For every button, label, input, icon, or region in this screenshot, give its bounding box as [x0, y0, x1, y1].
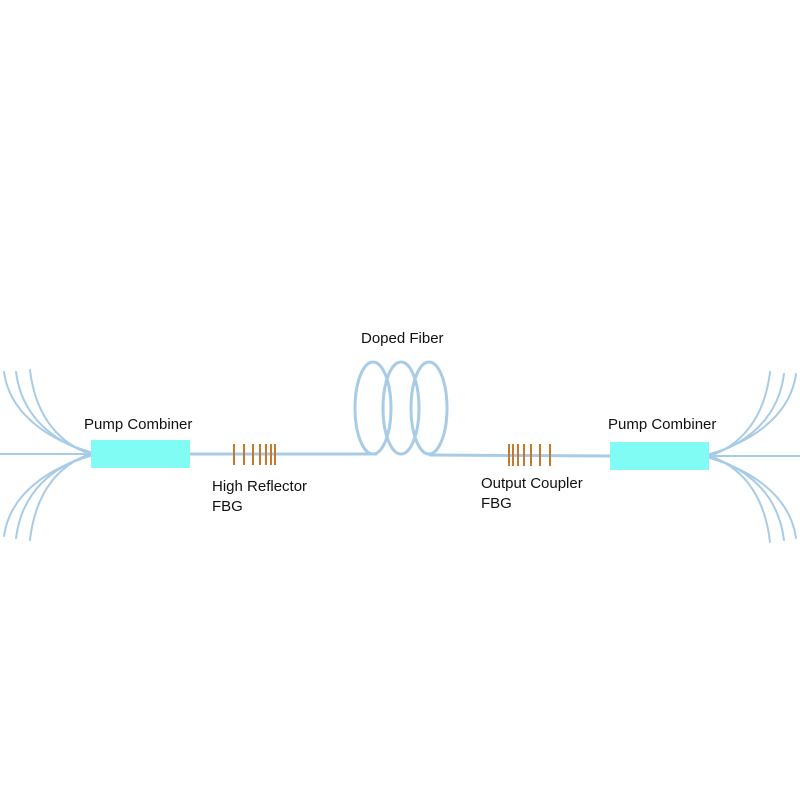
doped-fiber-label: Doped Fiber: [361, 330, 444, 347]
output-coupler-fbg: [508, 444, 551, 466]
right-pump-fiber: [709, 457, 797, 539]
left-pump-fiber: [29, 453, 91, 541]
left-pump-fiber: [15, 454, 91, 539]
left-pump-fiber: [15, 371, 91, 454]
signal-fiber-right-segment: [428, 453, 612, 458]
signal-fiber: [188, 452, 612, 458]
coil-loop: [409, 360, 449, 456]
high-reflector-fbg: [233, 444, 276, 465]
doped-fiber-coil: [353, 360, 449, 456]
left-pump-fiber: [3, 455, 91, 537]
coil-loop: [381, 360, 421, 456]
right-pump-fiber-bundle: [709, 371, 800, 543]
right-pump-fiber: [709, 371, 771, 457]
pump-combiner-left: [91, 440, 190, 468]
pump-combiner-right-label: Pump Combiner: [608, 416, 717, 433]
coil-loop: [353, 360, 393, 456]
pump-combiner-left-label: Pump Combiner: [84, 416, 193, 433]
right-pump-fiber: [709, 455, 771, 543]
left-pump-fiber-bundle: [0, 369, 91, 541]
high-reflector-label-line1: High Reflector: [212, 478, 308, 495]
right-pump-fiber: [709, 373, 785, 456]
output-coupler-label-line1: Output Coupler: [481, 475, 583, 492]
right-pump-fiber: [709, 456, 785, 541]
output-coupler-label-line2: FBG: [481, 495, 512, 512]
right-pump-fiber: [709, 373, 797, 455]
high-reflector-label-line2: FBG: [212, 498, 243, 515]
left-pump-fiber: [3, 371, 91, 453]
pump-combiner-right: [610, 442, 709, 470]
left-pump-fiber: [29, 369, 91, 455]
